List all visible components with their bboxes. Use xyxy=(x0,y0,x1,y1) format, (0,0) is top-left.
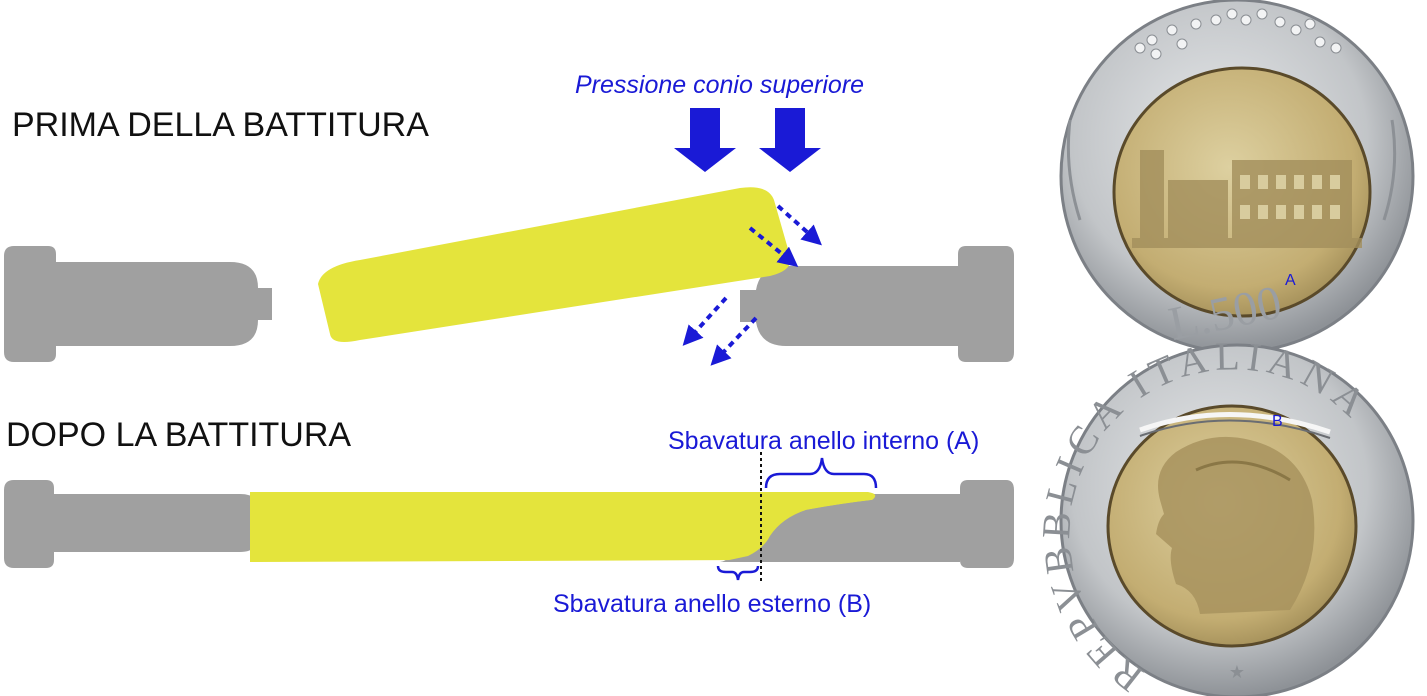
building-windows xyxy=(1240,175,1340,219)
flow-arrow-2 xyxy=(748,226,799,268)
flow-arrow-3 xyxy=(682,296,728,346)
coin-obverse-photo: REPVBBLICA ITALIANA ★ B xyxy=(1033,333,1415,696)
brace-outer-burr xyxy=(716,565,760,581)
inner-ring-tilted xyxy=(318,187,791,342)
braille-dots xyxy=(1134,8,1342,60)
outer-burr-label: Sbavatura anello esterno (B) xyxy=(553,590,871,618)
portrait-engraving xyxy=(1156,436,1315,614)
piazza-engraving xyxy=(1132,150,1362,248)
coin-reverse-photo: L.500 A xyxy=(1059,0,1415,354)
inner-ring-flattened xyxy=(250,492,876,562)
flow-arrow-1 xyxy=(776,204,822,246)
left-die-bottom xyxy=(4,480,272,568)
outer-ring-burr xyxy=(720,500,960,562)
coin-marker-b: B xyxy=(1272,413,1283,430)
flow-arrow-4 xyxy=(710,316,758,366)
inner-burr-label: Sbavatura anello interno (A) xyxy=(668,427,979,455)
star-icon: ★ xyxy=(1229,662,1245,683)
brace-inner-burr xyxy=(764,457,878,489)
top-diagram: Pressione conio superiore xyxy=(4,71,1014,366)
left-die-top xyxy=(4,246,272,362)
title-after-strike: DOPO LA BATTITURA xyxy=(6,416,351,454)
title-before-strike: PRIMA DELLA BATTITURA xyxy=(12,106,429,144)
pressure-label: Pressione conio superiore xyxy=(575,71,864,99)
right-die-top xyxy=(740,246,1014,362)
pressure-arrow-left xyxy=(674,108,736,172)
bottom-diagram: Sbavatura anello interno (A) Sbavatura a… xyxy=(4,427,1014,618)
coin-marker-a: A xyxy=(1285,272,1296,289)
pressure-arrow-right xyxy=(759,108,821,172)
